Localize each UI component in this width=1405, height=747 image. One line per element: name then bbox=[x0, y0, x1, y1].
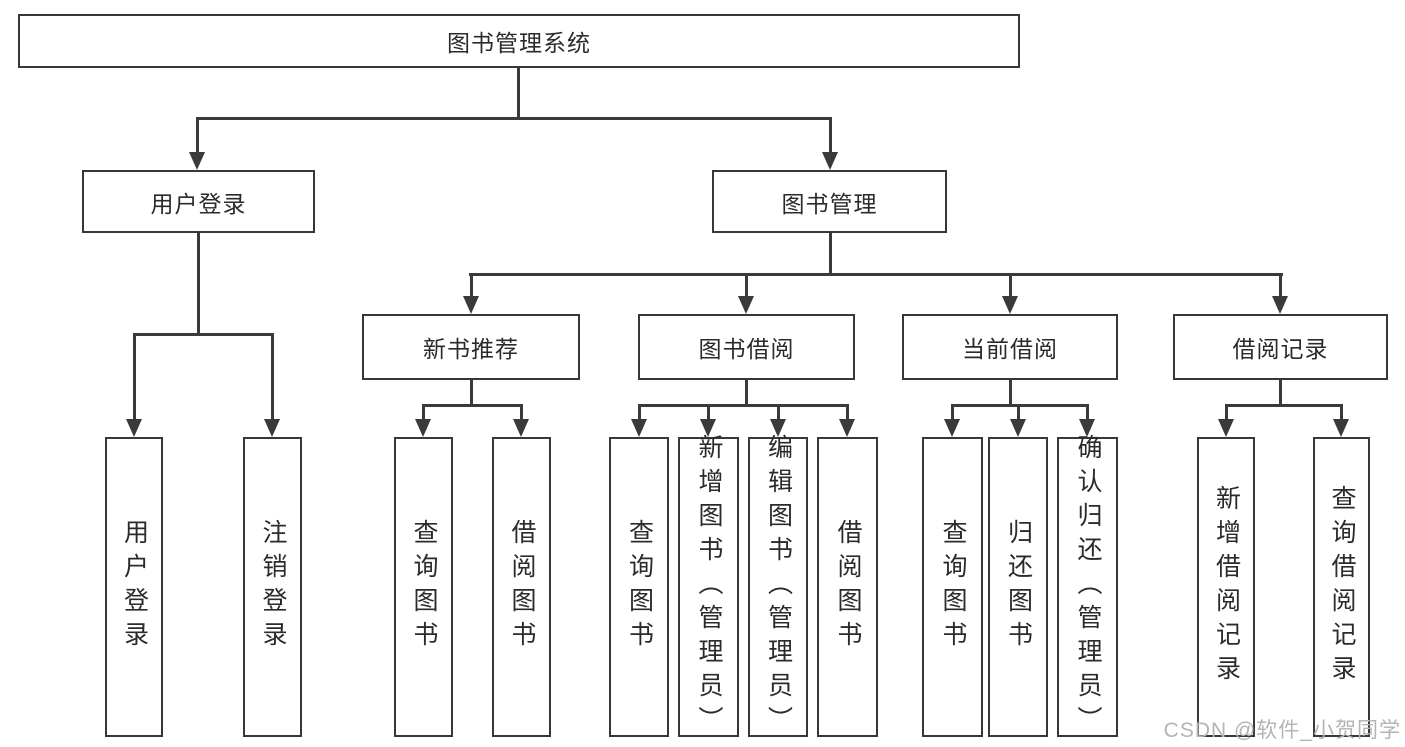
leaf-logout: 注销登录 bbox=[243, 437, 302, 737]
leaf-label: 查询图书 bbox=[625, 519, 654, 655]
line bbox=[745, 380, 748, 407]
leaf-label: 查询图书 bbox=[410, 519, 438, 655]
leaf-query-books-current: 查询图书 bbox=[922, 437, 983, 737]
node-new-book-recommend: 新书推荐 bbox=[362, 314, 580, 380]
arrow-down-icon bbox=[189, 152, 205, 170]
line bbox=[422, 404, 425, 419]
arrow-down-icon bbox=[264, 419, 280, 437]
arrow-down-icon bbox=[839, 419, 855, 437]
leaf-label: 确认归还（管理员） bbox=[1074, 434, 1102, 740]
node-borrowing-records: 借阅记录 bbox=[1173, 314, 1388, 380]
line bbox=[469, 273, 1283, 276]
leaf-edit-books-admin: 编辑图书（管理员） bbox=[748, 434, 808, 740]
leaf-label: 新增借阅记录 bbox=[1212, 485, 1241, 689]
line bbox=[470, 273, 473, 296]
line bbox=[133, 333, 136, 419]
arrow-down-icon bbox=[1272, 296, 1288, 314]
arrow-down-icon bbox=[513, 419, 529, 437]
leaf-label: 查询借阅记录 bbox=[1328, 485, 1356, 689]
line bbox=[1225, 404, 1342, 407]
arrow-down-icon bbox=[415, 419, 431, 437]
line bbox=[638, 404, 849, 407]
arrow-down-icon bbox=[770, 419, 786, 437]
leaf-label: 借阅图书 bbox=[834, 519, 862, 655]
leaf-borrow-books-borrowing: 借阅图书 bbox=[817, 437, 878, 737]
leaf-query-books-borrowing: 查询图书 bbox=[609, 437, 669, 737]
arrow-down-icon bbox=[822, 152, 838, 170]
leaf-user-login: 用户登录 bbox=[105, 437, 163, 737]
line bbox=[1086, 404, 1089, 419]
leaf-label: 新增图书（管理员） bbox=[695, 434, 723, 740]
line bbox=[1009, 273, 1012, 296]
node-book-management: 图书管理 bbox=[712, 170, 947, 233]
arrow-down-icon bbox=[1079, 419, 1095, 437]
leaf-confirm-return-admin: 确认归还（管理员） bbox=[1057, 434, 1118, 740]
line bbox=[470, 380, 473, 407]
line bbox=[196, 117, 832, 120]
line bbox=[1279, 273, 1282, 296]
leaf-label: 编辑图书（管理员） bbox=[764, 434, 793, 740]
leaf-query-borrow-record: 查询借阅记录 bbox=[1313, 437, 1370, 737]
line bbox=[777, 404, 780, 419]
arrow-down-icon bbox=[1002, 296, 1018, 314]
leaf-query-books-recommend: 查询图书 bbox=[394, 437, 453, 737]
line bbox=[271, 333, 274, 419]
node-book-borrowing: 图书借阅 bbox=[638, 314, 855, 380]
line bbox=[1225, 404, 1228, 419]
line bbox=[707, 404, 710, 419]
line bbox=[422, 404, 523, 407]
line bbox=[197, 233, 200, 336]
line bbox=[745, 273, 748, 296]
arrow-down-icon bbox=[738, 296, 754, 314]
arrow-down-icon bbox=[700, 419, 716, 437]
line bbox=[829, 233, 832, 276]
line bbox=[829, 117, 832, 153]
leaf-label: 用户登录 bbox=[120, 519, 149, 655]
line bbox=[1017, 404, 1020, 419]
line bbox=[133, 333, 274, 336]
arrow-down-icon bbox=[1218, 419, 1234, 437]
line bbox=[1009, 380, 1012, 407]
line bbox=[638, 404, 641, 419]
arrow-down-icon bbox=[1333, 419, 1349, 437]
line bbox=[196, 117, 199, 153]
leaf-label: 查询图书 bbox=[939, 519, 967, 655]
leaf-return-books: 归还图书 bbox=[988, 437, 1048, 737]
node-root: 图书管理系统 bbox=[18, 14, 1020, 68]
arrow-down-icon bbox=[631, 419, 647, 437]
leaf-label: 注销登录 bbox=[259, 519, 287, 655]
line bbox=[1340, 404, 1343, 419]
leaf-label: 归还图书 bbox=[1004, 519, 1033, 655]
line bbox=[846, 404, 849, 419]
node-current-borrowing: 当前借阅 bbox=[902, 314, 1118, 380]
line bbox=[520, 404, 523, 419]
arrow-down-icon bbox=[463, 296, 479, 314]
leaf-add-borrow-record: 新增借阅记录 bbox=[1197, 437, 1255, 737]
arrow-down-icon bbox=[944, 419, 960, 437]
arrow-down-icon bbox=[1010, 419, 1026, 437]
line bbox=[951, 404, 954, 419]
leaf-borrow-books-recommend: 借阅图书 bbox=[492, 437, 551, 737]
watermark: CSDN @软件_小贺同学 bbox=[1163, 719, 1401, 742]
leaf-label: 借阅图书 bbox=[508, 519, 536, 655]
line bbox=[517, 68, 520, 118]
node-user-login: 用户登录 bbox=[82, 170, 315, 233]
leaf-add-books-admin: 新增图书（管理员） bbox=[678, 434, 739, 740]
arrow-down-icon bbox=[126, 419, 142, 437]
line bbox=[951, 404, 1089, 407]
line bbox=[1279, 380, 1282, 407]
